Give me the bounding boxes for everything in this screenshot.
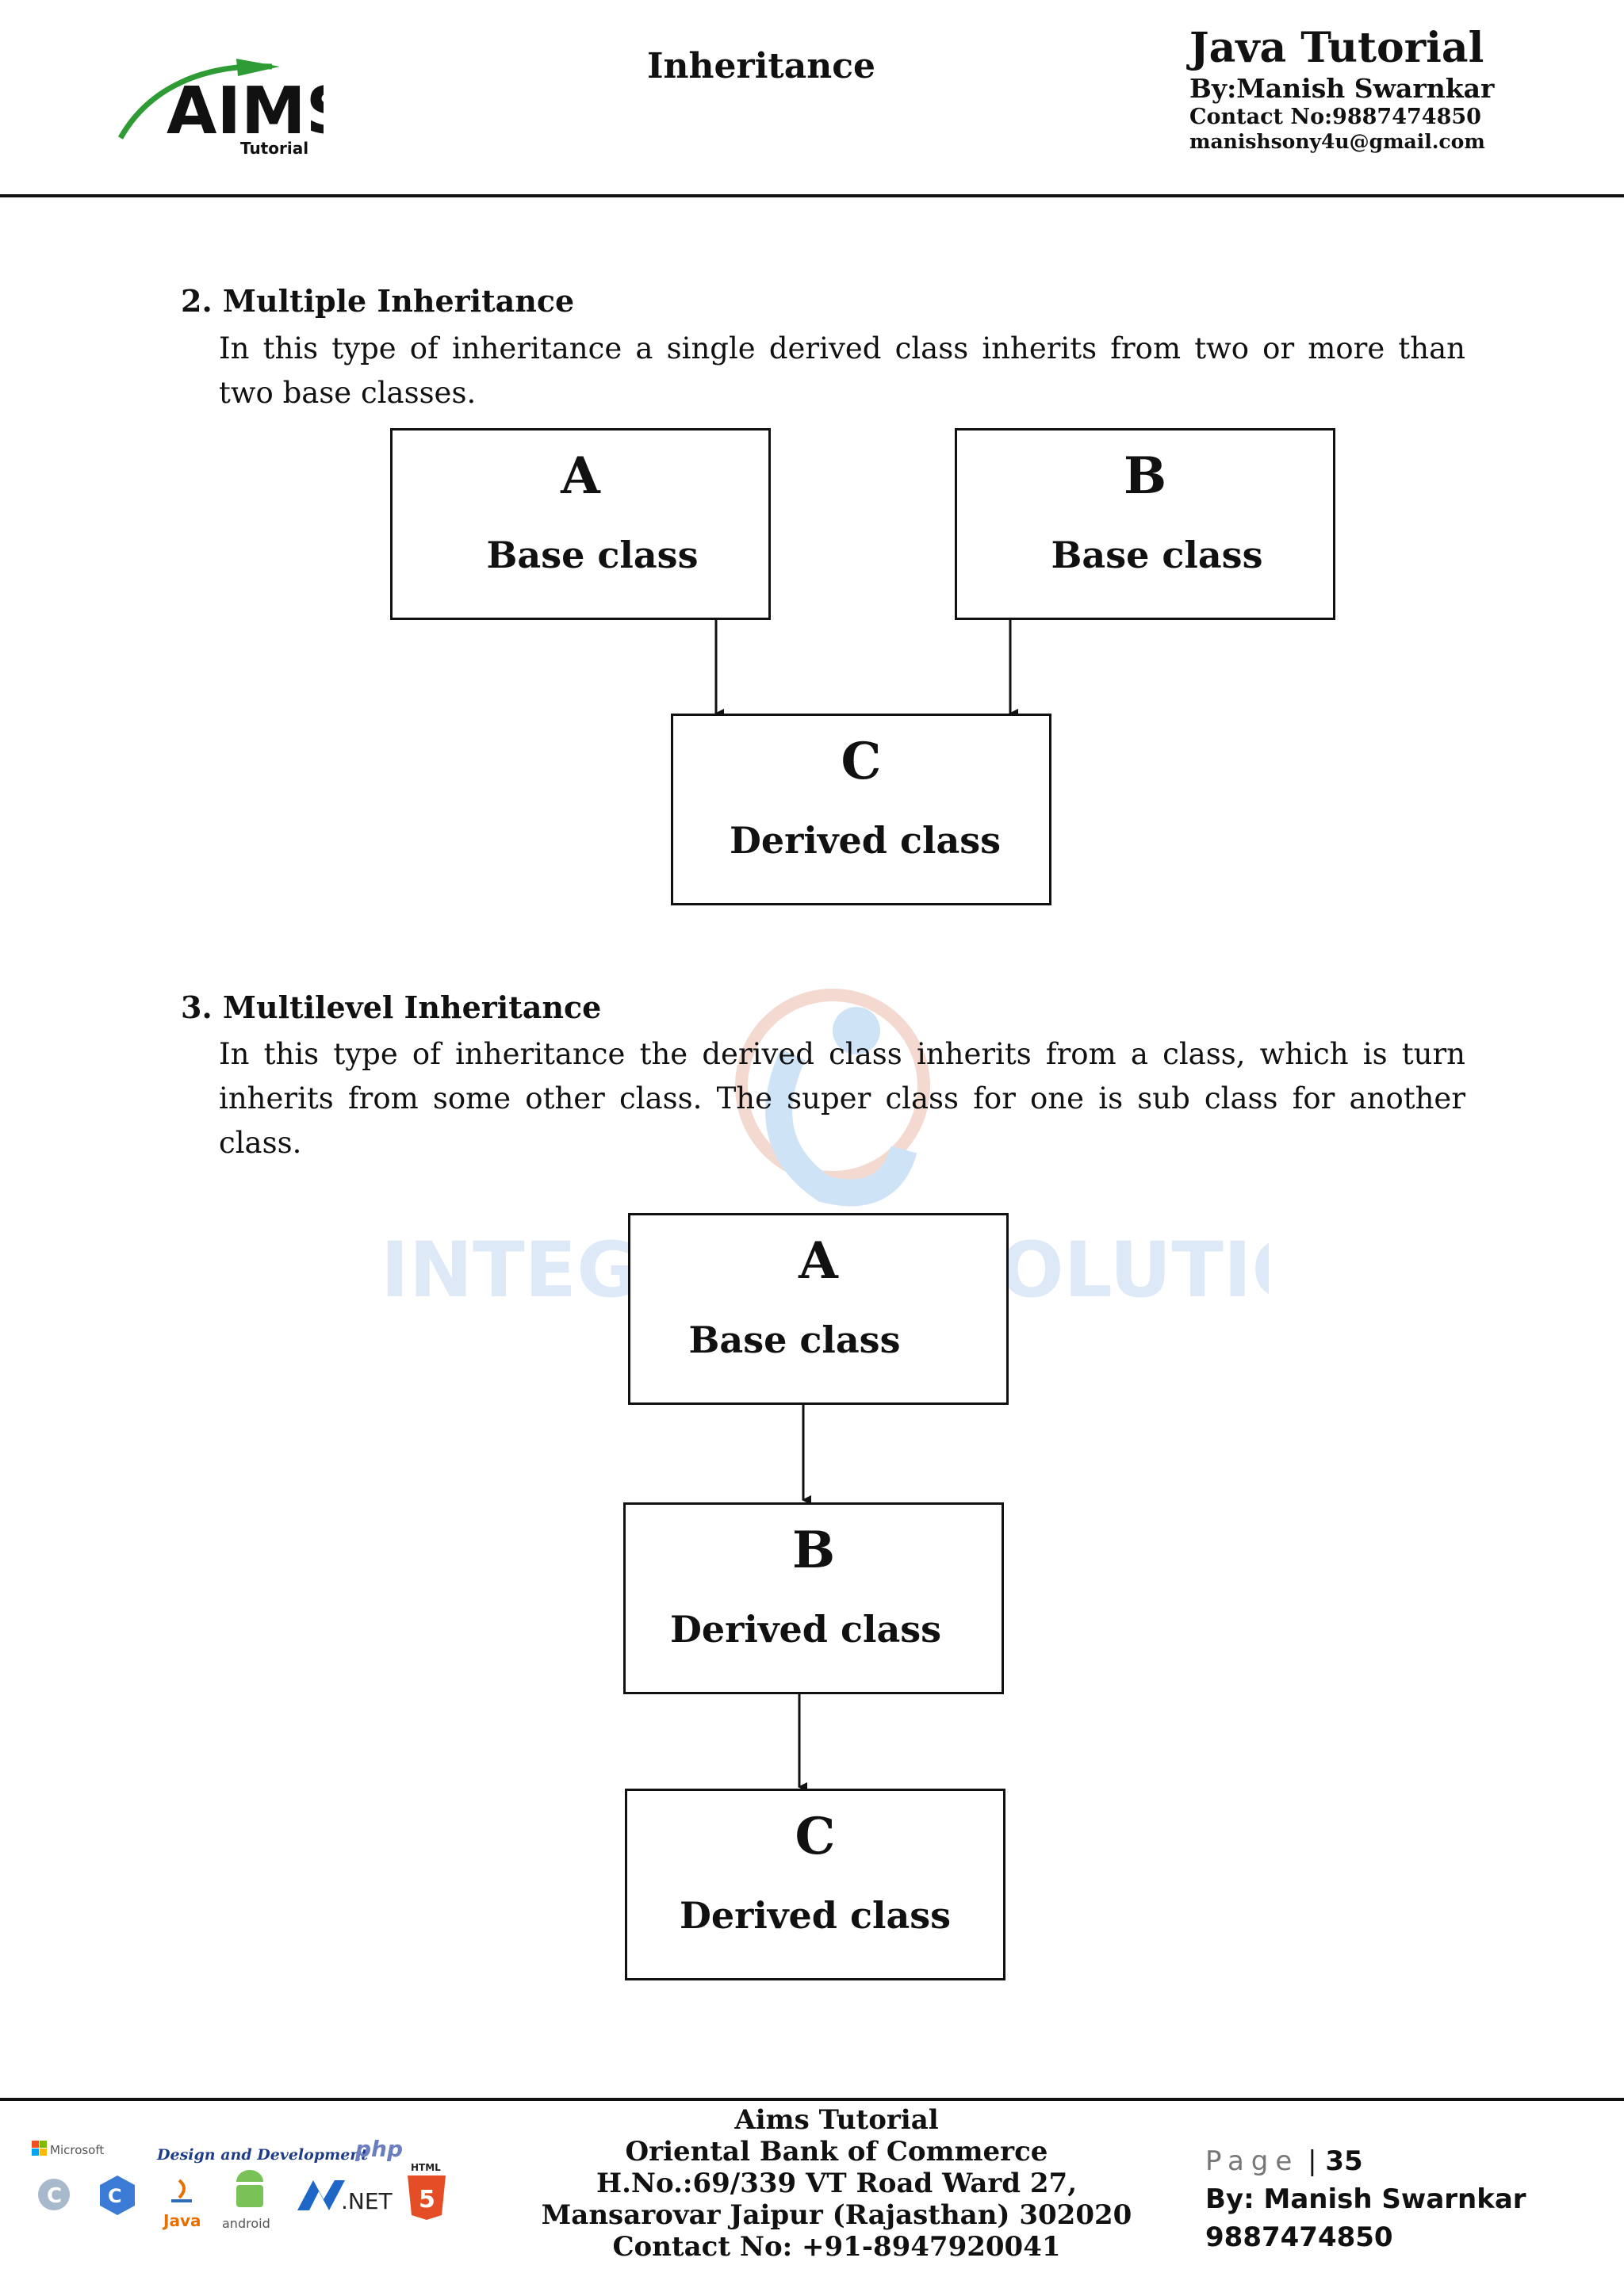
header-info: Java Tutorial By:Manish Swarnkar Contact…: [1189, 24, 1618, 154]
contact-number: Contact No:9887474850: [1189, 104, 1481, 129]
logo-text: AIMS: [167, 74, 324, 149]
footer-contact: Contact No: +91-8947920041: [612, 2231, 1061, 2263]
footer-bank: Oriental Bank of Commerce: [625, 2136, 1048, 2168]
author-name: By:Manish Swarnkar: [1189, 73, 1495, 105]
logo-subtext: Tutorial: [240, 139, 308, 158]
contact-email: manishsony4u@gmail.com: [1189, 130, 1485, 154]
csharp-icon: C: [100, 2175, 135, 2215]
java-icon: Java: [162, 2179, 201, 2230]
footer-divider: [0, 2098, 1624, 2101]
section-3-heading: 3. Multilevel Inheritance: [181, 989, 602, 1025]
header-divider: [0, 194, 1624, 197]
footer-phone: 9887474850: [1205, 2221, 1393, 2253]
box-letter: B: [791, 1521, 836, 1580]
box-label: Base class: [688, 1318, 901, 1361]
multilevel-box-a: A Base class: [628, 1213, 1009, 1405]
box-letter: B: [1123, 446, 1167, 506]
android-text: android: [222, 2216, 270, 2231]
c-language-icon: C: [38, 2179, 70, 2210]
dotnet-icon: .NET: [297, 2180, 393, 2214]
footer-address-line-1: H.No.:69/339 VT Road Ward 27,: [596, 2168, 1078, 2199]
multilevel-box-c: C Derived class: [625, 1789, 1005, 1980]
section-2-text: In this type of inheritance a single der…: [219, 331, 1465, 410]
dotnet-text: .NET: [341, 2188, 393, 2214]
box-label: Base class: [1051, 534, 1263, 576]
svg-text:C: C: [108, 2185, 122, 2207]
multilevel-box-b: B Derived class: [623, 1502, 1004, 1694]
multiple-box-c: C Derived class: [671, 714, 1051, 905]
php-text: php: [354, 2136, 403, 2162]
footer-address-line-2: Mansarovar Jaipur (Rajasthan) 302020: [541, 2199, 1132, 2231]
box-letter: A: [799, 1231, 838, 1291]
header-topic: Inheritance: [646, 46, 876, 86]
box-label: Derived class: [669, 1608, 942, 1651]
technology-logos: Microsoft Design and Development php C C…: [32, 2136, 446, 2231]
footer-org: Aims Tutorial: [734, 2104, 939, 2136]
design-dev-text: Design and Development: [156, 2146, 368, 2164]
box-letter: C: [795, 1807, 836, 1866]
microsoft-icon: [32, 2141, 47, 2156]
course-title: Java Tutorial: [1189, 24, 1484, 72]
box-label: Base class: [486, 534, 699, 576]
box-label: Derived class: [729, 819, 1002, 862]
multiple-box-b: B Base class: [955, 428, 1335, 620]
section-3-text: In this type of inheritance the derived …: [219, 1037, 1465, 1160]
box-label: Derived class: [679, 1894, 952, 1937]
html5-icon: HTML 5: [408, 2162, 446, 2220]
microsoft-text: Microsoft: [50, 2143, 104, 2157]
page-number: 35: [1325, 2145, 1363, 2177]
box-letter: A: [561, 446, 600, 506]
box-letter: C: [841, 732, 882, 791]
footer-author: By: Manish Swarnkar: [1205, 2183, 1526, 2215]
html-text: HTML: [411, 2162, 441, 2173]
page-word: Page: [1205, 2145, 1300, 2177]
svg-text:5: 5: [419, 2186, 435, 2214]
multiple-box-a: A Base class: [390, 428, 771, 620]
footer-page-info: Page | 35 By: Manish Swarnkar 9887474850: [1205, 2145, 1602, 2253]
svg-text:C: C: [47, 2184, 62, 2208]
aims-tutorial-logo: AIMS Tutorial: [117, 59, 324, 158]
section-2-heading: 2. Multiple Inheritance: [181, 283, 575, 319]
footer-address: Aims Tutorial Oriental Bank of Commerce …: [523, 2104, 1150, 2263]
android-icon: android: [222, 2170, 270, 2231]
java-text: Java: [162, 2211, 201, 2230]
